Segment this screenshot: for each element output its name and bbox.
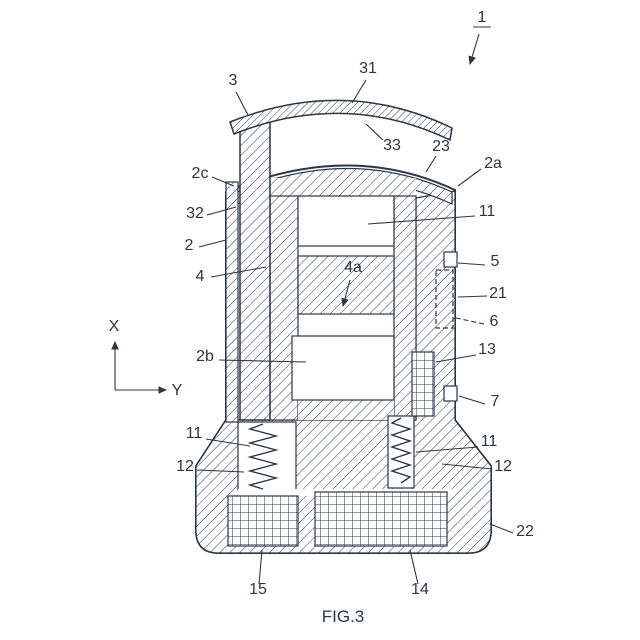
label-13: 13 — [478, 341, 496, 358]
leader-2a — [457, 168, 482, 187]
cavity-2b — [291, 335, 395, 401]
label-21: 21 — [489, 285, 507, 302]
leader-2c — [211, 176, 235, 187]
leader-32 — [206, 206, 237, 216]
label-1: 1 — [478, 9, 487, 26]
leader-2 — [198, 239, 227, 248]
grid-block-13 — [411, 351, 435, 417]
label-33: 33 — [383, 137, 401, 154]
label-12-left: 12 — [176, 458, 194, 475]
figure-caption: FIG.3 — [322, 607, 365, 626]
leader-12-left — [196, 469, 245, 473]
leader-21 — [457, 295, 488, 298]
label-5: 5 — [491, 253, 500, 270]
leader-12-right — [441, 463, 493, 470]
label-2b: 2b — [196, 348, 214, 365]
leader-6 — [455, 317, 485, 325]
spring-right — [389, 417, 413, 484]
spring-pocket-right — [387, 415, 415, 489]
cavity-11-top — [297, 195, 395, 247]
tab-5 — [443, 251, 458, 268]
dashed-region-6 — [435, 269, 454, 329]
leader-13 — [435, 354, 477, 363]
axis-x-label: X — [109, 318, 120, 335]
label-15: 15 — [249, 581, 267, 598]
label-2a: 2a — [484, 155, 502, 172]
leader-4a — [341, 279, 351, 308]
label-4: 4 — [196, 268, 205, 285]
label-6: 6 — [490, 313, 499, 330]
inner-bottom-bar — [298, 400, 394, 420]
label-11-left: 11 — [186, 425, 203, 442]
label-11-right: 11 — [481, 433, 498, 450]
grid-block-14 — [314, 491, 448, 547]
leader-23 — [425, 155, 437, 173]
label-4a: 4a — [344, 259, 362, 276]
spring-left — [247, 423, 279, 490]
left-wall-32 — [225, 181, 239, 423]
leader-11-right — [415, 446, 479, 453]
leader-3 — [235, 91, 249, 116]
leader-33 — [365, 123, 384, 141]
cap-31 — [229, 99, 453, 142]
leader-5 — [457, 262, 486, 266]
leader-15 — [258, 549, 263, 585]
leader-14 — [409, 549, 419, 585]
label-31: 31 — [359, 60, 377, 77]
label-3: 3 — [229, 72, 238, 89]
leader-2b — [218, 359, 307, 363]
label-22: 22 — [516, 523, 534, 540]
leader-4 — [210, 266, 267, 278]
leader-11-left — [205, 438, 251, 447]
label-2: 2 — [185, 237, 194, 254]
axis-y-label: Y — [172, 382, 183, 399]
header-bar — [270, 178, 416, 196]
label-11-top: 11 — [479, 203, 496, 220]
label-14: 14 — [411, 581, 429, 598]
tab-7 — [443, 385, 458, 402]
label-32: 32 — [186, 205, 204, 222]
leader-7 — [458, 395, 486, 405]
grid-block-15 — [227, 495, 299, 547]
label-7: 7 — [491, 393, 500, 410]
leader-31 — [351, 79, 367, 104]
leader-1 — [468, 33, 480, 66]
leader-22 — [489, 523, 514, 534]
label-12-right: 12 — [494, 458, 512, 475]
label-2c: 2c — [192, 165, 209, 182]
spring-pocket-left — [237, 421, 297, 491]
leader-11-top — [367, 215, 476, 225]
label-23: 23 — [432, 138, 450, 155]
